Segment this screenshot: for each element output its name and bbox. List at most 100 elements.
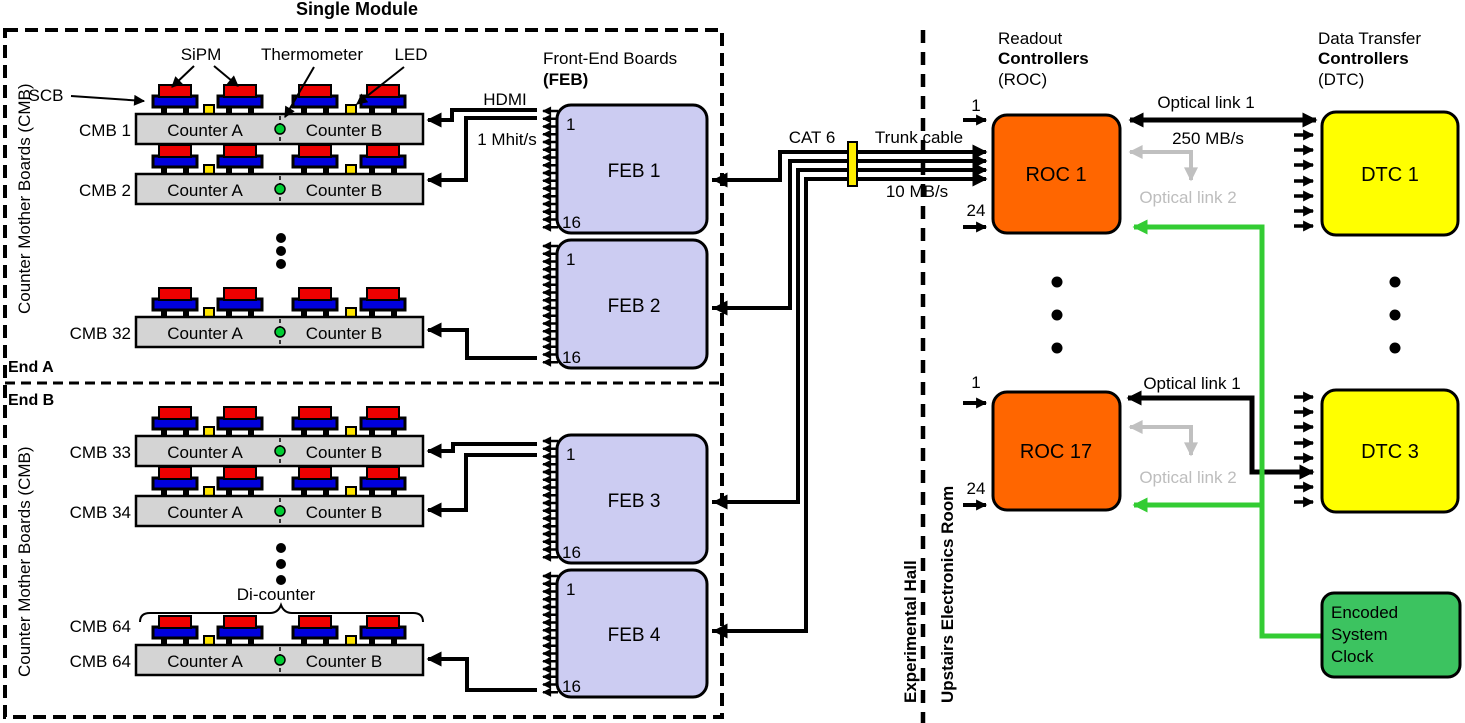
feb-pin-top-label: 1 bbox=[566, 115, 575, 134]
ellipsis-dot bbox=[1389, 276, 1401, 288]
counter-a-label: Counter A bbox=[167, 121, 243, 140]
thermometer-dot bbox=[274, 445, 286, 457]
dtc-pin-combs bbox=[1294, 114, 1315, 508]
sipm-arrow-left bbox=[171, 65, 195, 88]
scb-arrow bbox=[70, 94, 146, 106]
cmb-row: CMB 64 Counter A Counter B bbox=[70, 614, 425, 677]
counter-b-label: Counter B bbox=[306, 652, 383, 671]
ellipsis-dot bbox=[276, 233, 286, 243]
optical-link2-label: Optical link 2 bbox=[1139, 188, 1236, 207]
trunk-cable-feb1 bbox=[712, 144, 988, 182]
roc-board: ROC 17 bbox=[991, 390, 1122, 512]
ellipsis-dot bbox=[1389, 309, 1401, 321]
counter-b-label: Counter B bbox=[306, 503, 383, 522]
feb-pin-bottom-label: 16 bbox=[562, 348, 581, 367]
trunk-cable-feb4 bbox=[712, 171, 988, 633]
hdmi-cable-cmb1 bbox=[426, 108, 537, 128]
thermometer-dot bbox=[274, 326, 286, 338]
feb-pin-bottom-label: 16 bbox=[562, 677, 581, 696]
room-label-right: Upstairs Electronics Room bbox=[938, 486, 957, 703]
ellipsis-dot bbox=[276, 259, 286, 269]
clock-line-to-roc1 bbox=[1132, 219, 1322, 639]
feb-board: 1 16 FEB 1 bbox=[555, 103, 709, 235]
thermometer-label: Thermometer bbox=[261, 45, 363, 64]
cmb-row-label-top: CMB 64 bbox=[70, 617, 131, 636]
roc-board: ROC 1 bbox=[991, 113, 1122, 235]
dtc-board: DTC 3 bbox=[1320, 388, 1460, 514]
di-counter-brace bbox=[139, 602, 424, 623]
cat6-label: CAT 6 bbox=[789, 128, 836, 147]
thermometer-dot bbox=[274, 183, 286, 195]
optical-link1-label: Optical link 1 bbox=[1157, 93, 1254, 112]
cmb-row: CMB 1 Counter A Counter B bbox=[79, 83, 425, 146]
optical-link1-rate: 250 MB/s bbox=[1172, 129, 1244, 148]
hdmi-label: HDMI bbox=[483, 90, 526, 109]
hit-rate-label: 1 Mhit/s bbox=[477, 130, 537, 149]
counter-a-label: Counter A bbox=[167, 503, 243, 522]
ellipsis-dot bbox=[1051, 342, 1063, 354]
ellipsis-dot bbox=[276, 575, 286, 585]
end-b-label: End B bbox=[8, 392, 54, 409]
trunk-cable-feb2 bbox=[712, 153, 988, 310]
dtc-heading-3: (DTC) bbox=[1318, 70, 1364, 89]
roc1-port-bottom-label: 24 bbox=[967, 201, 986, 220]
hdmi-cable-cmb64 bbox=[426, 651, 537, 692]
sipm-label: SiPM bbox=[181, 45, 222, 64]
counter-b-label: Counter B bbox=[306, 443, 383, 462]
sipm-arrow-right bbox=[213, 65, 239, 87]
single-module-boundary bbox=[3, 28, 724, 719]
feb-board: 1 16 FEB 2 bbox=[555, 238, 709, 370]
counter-a-label: Counter A bbox=[167, 652, 243, 671]
hdmi-cable-cmb33 bbox=[426, 442, 537, 459]
optical-link1-label-b: Optical link 1 bbox=[1143, 374, 1240, 393]
feb-name: FEB 2 bbox=[608, 296, 661, 317]
feb-pin-bottom-label: 16 bbox=[562, 213, 581, 232]
trunk-rate-label: 10 MB/s bbox=[886, 182, 948, 201]
led-arrow bbox=[356, 66, 405, 105]
encoded-system-clock: Encoded System Clock bbox=[1320, 591, 1462, 679]
feb-heading: Front-End Boards bbox=[543, 49, 677, 68]
feb-pin-top-label: 1 bbox=[566, 445, 575, 464]
counter-b-label: Counter B bbox=[306, 181, 383, 200]
cmb-row: CMB 2 Counter A Counter B bbox=[79, 143, 425, 206]
roc-name: ROC 1 bbox=[1025, 164, 1086, 186]
dtc-board: DTC 1 bbox=[1320, 110, 1460, 237]
roc-heading-2: Controllers bbox=[998, 49, 1089, 68]
feb-name: FEB 1 bbox=[608, 161, 661, 182]
trunk-cable-label: Trunk cable bbox=[875, 128, 963, 147]
cmb-row-label: CMB 32 bbox=[70, 324, 131, 343]
end-a-label: End A bbox=[8, 359, 54, 376]
hdmi-cable-cmb32 bbox=[426, 322, 537, 360]
feb-pin-bottom-label: 16 bbox=[562, 543, 581, 562]
optical-link1-roc17 bbox=[1136, 395, 1315, 480]
led-label: LED bbox=[394, 45, 427, 64]
hdmi-cable-cmb2 bbox=[426, 116, 537, 188]
optical-link2-roc17 bbox=[1134, 425, 1198, 457]
feb-pin-top-label: 1 bbox=[566, 580, 575, 599]
feb-board: 1 16 FEB 4 bbox=[555, 568, 709, 699]
feb-pin-top-label: 1 bbox=[566, 250, 575, 269]
optical-link2-roc1 bbox=[1134, 150, 1198, 182]
roc-heading-3: (ROC) bbox=[998, 70, 1047, 89]
ellipsis-dot bbox=[1051, 276, 1063, 288]
cmb-row-label: CMB 33 bbox=[70, 443, 131, 462]
trunk-cable-feb3 bbox=[712, 162, 988, 504]
thermometer-arrow bbox=[284, 66, 315, 118]
clock-line-1: Encoded bbox=[1331, 603, 1398, 622]
feb-pin-combs bbox=[542, 106, 558, 697]
ellipsis-dot bbox=[276, 543, 286, 553]
dtc-name: DTC 3 bbox=[1361, 441, 1419, 463]
ellipsis-dot bbox=[1389, 342, 1401, 354]
cmb-row: CMB 33 Counter A Counter B bbox=[70, 405, 425, 468]
feb-name: FEB 3 bbox=[608, 491, 661, 512]
cmb-row-label: CMB 1 bbox=[79, 121, 131, 140]
dtc-heading-2: Controllers bbox=[1318, 49, 1409, 68]
hdmi-cable-cmb34 bbox=[426, 453, 537, 518]
ellipsis-dot bbox=[1051, 309, 1063, 321]
optical-link2-label-b: Optical link 2 bbox=[1139, 468, 1236, 487]
thermometer-dot bbox=[274, 123, 286, 135]
dtc-name: DTC 1 bbox=[1361, 164, 1419, 186]
cmb-row-label: CMB 34 bbox=[70, 503, 131, 522]
